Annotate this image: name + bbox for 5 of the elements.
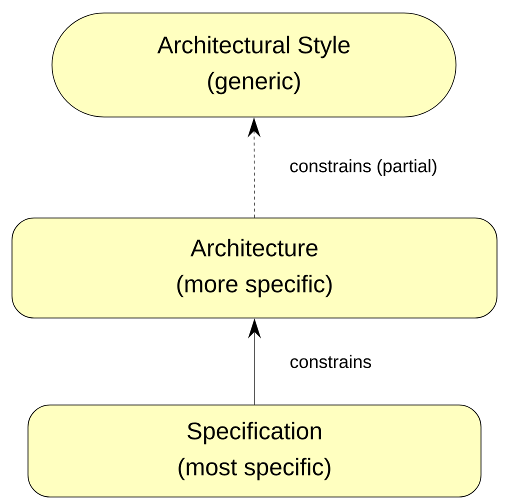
edge-label: constrains (partial) <box>290 159 436 176</box>
process-box: Specification (most specific) <box>28 404 482 498</box>
terminal-box: Architectural Style (generic) <box>52 12 456 118</box>
edge-label: constrains <box>290 354 372 368</box>
process-box: Architecture (more specific) <box>12 218 498 318</box>
